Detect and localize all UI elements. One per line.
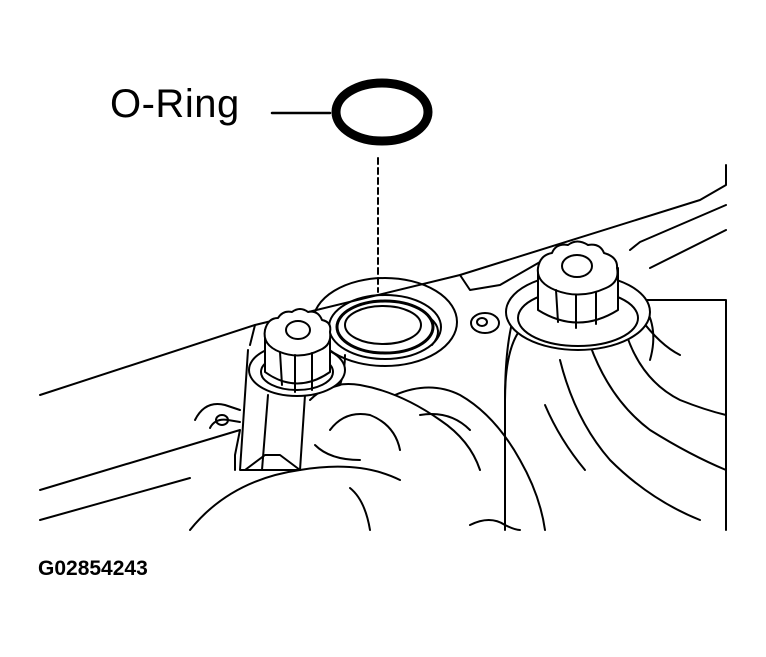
o-ring-label: O-Ring	[110, 82, 240, 126]
cover-plate-outline	[40, 165, 726, 530]
figure-id: G02854243	[38, 557, 148, 580]
o-ring-icon	[336, 83, 428, 141]
bolt-left	[240, 309, 345, 470]
gasket-slot-left	[195, 404, 240, 428]
mounting-hole	[471, 313, 499, 333]
bolt-right	[505, 242, 653, 531]
